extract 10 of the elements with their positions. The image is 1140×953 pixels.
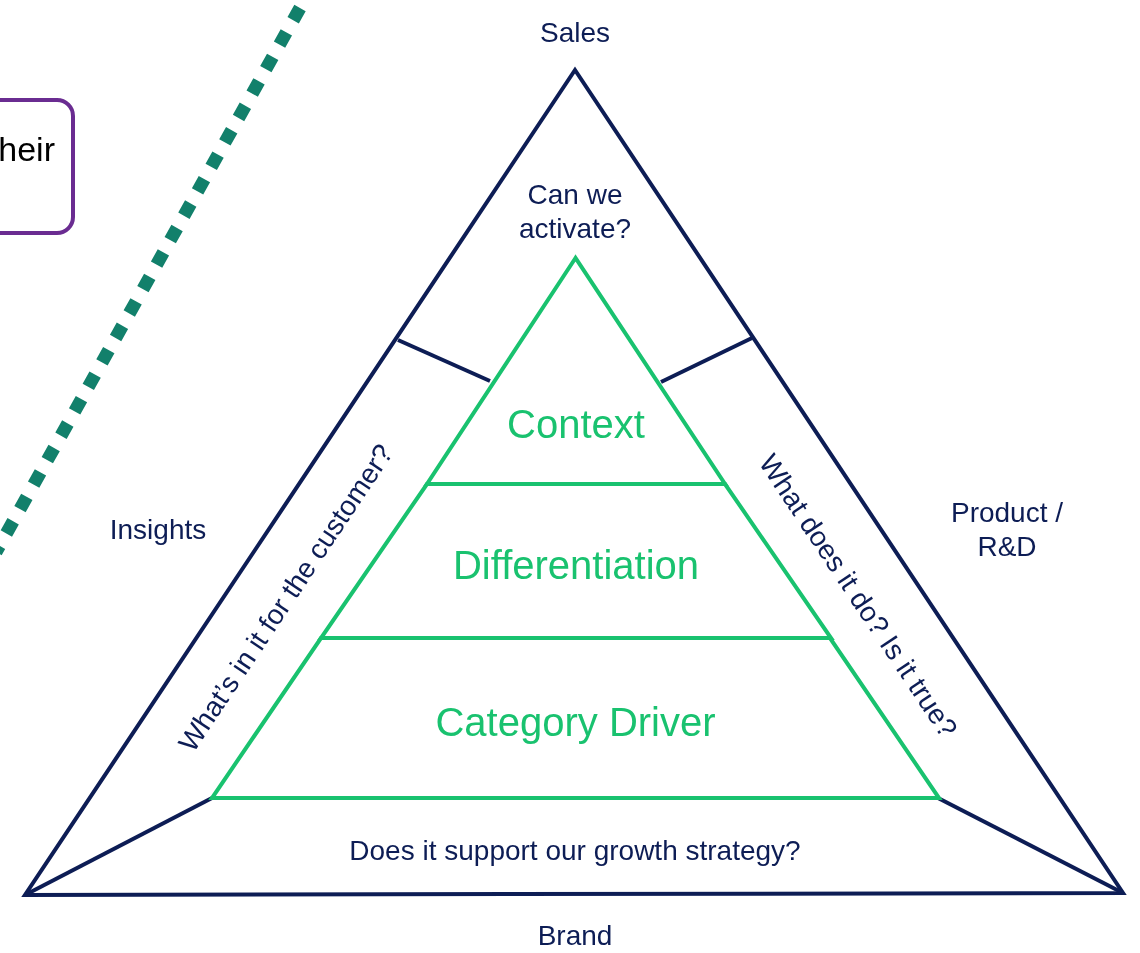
question-text: Can we activate? bbox=[517, 178, 633, 246]
box-text: heir bbox=[0, 132, 55, 166]
corner-label: Brand bbox=[537, 919, 613, 953]
corner-label: Insights bbox=[109, 513, 207, 547]
tier-label: Differentiation bbox=[452, 545, 700, 585]
tier-label: Category Driver bbox=[435, 702, 716, 742]
corner-label: Product / R&D bbox=[949, 496, 1065, 564]
tier-label: Context bbox=[507, 404, 645, 444]
corner-label: Sales bbox=[540, 16, 610, 50]
question-text: Does it support our growth strategy? bbox=[349, 834, 801, 868]
